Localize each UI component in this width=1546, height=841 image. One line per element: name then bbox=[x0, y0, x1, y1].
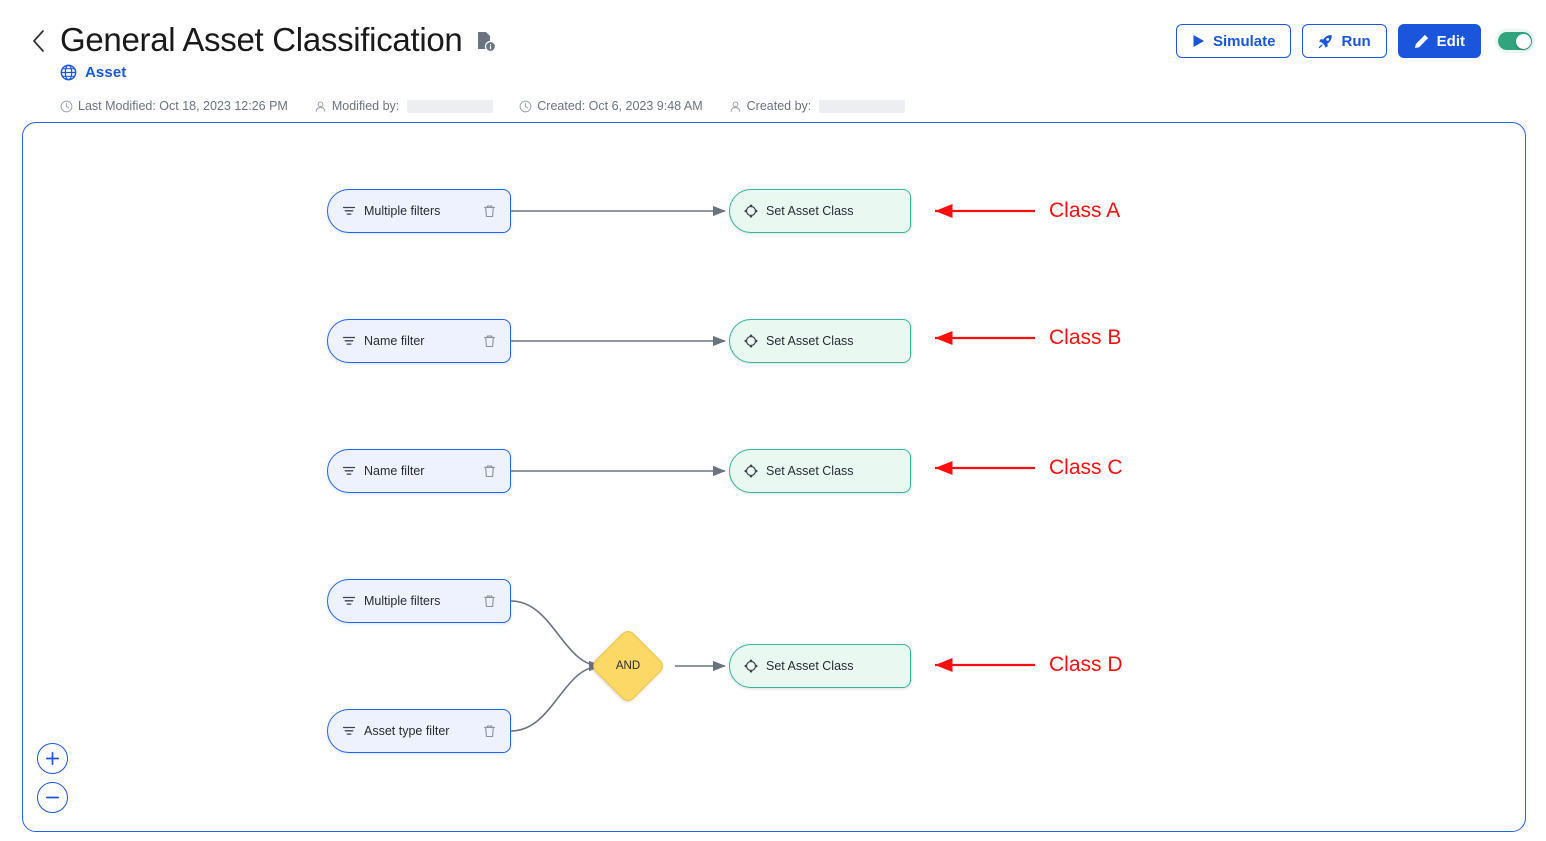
trash-icon bbox=[483, 724, 496, 738]
meta-last-modified: Last Modified: Oct 18, 2023 12:26 PM bbox=[60, 99, 288, 113]
redacted-value bbox=[407, 100, 493, 113]
action-node-label: Set Asset Class bbox=[766, 659, 854, 673]
filter-icon bbox=[342, 594, 356, 608]
delete-node-button[interactable] bbox=[481, 203, 497, 219]
meta-created: Created: Oct 6, 2023 9:48 AM bbox=[519, 99, 702, 113]
filter-icon bbox=[342, 204, 356, 218]
node-content: Multiple filters bbox=[342, 204, 440, 218]
zoom-out-button[interactable] bbox=[37, 782, 68, 813]
minus-icon bbox=[45, 790, 60, 805]
trash-icon bbox=[483, 204, 496, 218]
simulate-button[interactable]: Simulate bbox=[1176, 24, 1292, 58]
filter-node-label: Multiple filters bbox=[364, 594, 440, 608]
title-row: General Asset Classification bbox=[60, 20, 496, 60]
run-button[interactable]: Run bbox=[1302, 24, 1386, 58]
action-node-label: Set Asset Class bbox=[766, 464, 854, 478]
breadcrumb-label: Asset bbox=[85, 64, 126, 81]
trash-icon bbox=[483, 334, 496, 348]
filter-node-label: Asset type filter bbox=[364, 724, 449, 738]
annotation-class-c: Class C bbox=[1049, 456, 1123, 480]
annotation-class-a: Class A bbox=[1049, 199, 1120, 223]
filter-icon bbox=[342, 464, 356, 478]
action-node-label: Set Asset Class bbox=[766, 204, 854, 218]
redacted-value bbox=[819, 100, 905, 113]
set-class-icon bbox=[744, 464, 758, 478]
action-node[interactable]: Set Asset Class bbox=[729, 319, 911, 363]
meta-label: Modified by: bbox=[332, 99, 399, 113]
filter-node[interactable]: Name filter bbox=[327, 319, 511, 363]
set-class-icon bbox=[744, 659, 758, 673]
page-header: General Asset Classification Asset Last … bbox=[0, 0, 1546, 120]
filter-node[interactable]: Name filter bbox=[327, 449, 511, 493]
node-content: Asset type filter bbox=[342, 724, 449, 738]
page-title: General Asset Classification bbox=[60, 20, 462, 60]
edit-button[interactable]: Edit bbox=[1398, 24, 1481, 58]
filter-node-label: Multiple filters bbox=[364, 204, 440, 218]
rocket-icon bbox=[1318, 34, 1333, 49]
meta-label: Last Modified: Oct 18, 2023 12:26 PM bbox=[78, 99, 288, 113]
action-node[interactable]: Set Asset Class bbox=[729, 189, 911, 233]
document-info-icon[interactable] bbox=[476, 31, 496, 53]
delete-node-button[interactable] bbox=[481, 333, 497, 349]
node-content: Name filter bbox=[342, 334, 424, 348]
filter-icon bbox=[342, 724, 356, 738]
filter-node-label: Name filter bbox=[364, 464, 424, 478]
filter-node[interactable]: Multiple filters bbox=[327, 189, 511, 233]
meta-label: Created: Oct 6, 2023 9:48 AM bbox=[537, 99, 702, 113]
filter-node-label: Name filter bbox=[364, 334, 424, 348]
annotation-class-b: Class B bbox=[1049, 326, 1121, 350]
toggle-knob bbox=[1516, 34, 1531, 49]
meta-modified-by: Modified by: bbox=[314, 99, 493, 113]
node-content: Set Asset Class bbox=[744, 659, 854, 673]
node-content: Set Asset Class bbox=[744, 464, 854, 478]
filter-node[interactable]: Multiple filters bbox=[327, 579, 511, 623]
breadcrumb[interactable]: Asset bbox=[60, 64, 126, 81]
play-icon bbox=[1192, 34, 1205, 48]
zoom-controls bbox=[37, 743, 68, 813]
metadata-bar: Last Modified: Oct 18, 2023 12:26 PM Mod… bbox=[60, 96, 905, 116]
zoom-in-button[interactable] bbox=[37, 743, 68, 774]
delete-node-button[interactable] bbox=[481, 723, 497, 739]
annotation-class-d: Class D bbox=[1049, 653, 1123, 677]
user-icon bbox=[729, 100, 742, 113]
trash-icon bbox=[483, 464, 496, 478]
node-content: Name filter bbox=[342, 464, 424, 478]
action-node[interactable]: Set Asset Class bbox=[729, 449, 911, 493]
delete-node-button[interactable] bbox=[481, 593, 497, 609]
node-content: Set Asset Class bbox=[744, 204, 854, 218]
delete-node-button[interactable] bbox=[481, 463, 497, 479]
set-class-icon bbox=[744, 334, 758, 348]
clock-icon bbox=[60, 100, 73, 113]
user-icon bbox=[314, 100, 327, 113]
plus-icon bbox=[45, 751, 60, 766]
filter-icon bbox=[342, 334, 356, 348]
header-actions: Simulate Run Edit bbox=[1176, 24, 1532, 58]
back-button[interactable] bbox=[26, 26, 50, 56]
edit-button-label: Edit bbox=[1437, 33, 1465, 50]
node-content: Multiple filters bbox=[342, 594, 440, 608]
action-node[interactable]: Set Asset Class bbox=[729, 644, 911, 688]
simulate-button-label: Simulate bbox=[1213, 33, 1276, 50]
node-content: Set Asset Class bbox=[744, 334, 854, 348]
action-node-label: Set Asset Class bbox=[766, 334, 854, 348]
pencil-icon bbox=[1414, 34, 1429, 49]
chevron-left-icon bbox=[32, 30, 45, 52]
clock-icon bbox=[519, 100, 532, 113]
trash-icon bbox=[483, 594, 496, 608]
set-class-icon bbox=[744, 204, 758, 218]
meta-created-by: Created by: bbox=[729, 99, 906, 113]
meta-label: Created by: bbox=[747, 99, 812, 113]
enable-toggle[interactable] bbox=[1498, 32, 1532, 50]
globe-icon bbox=[60, 64, 77, 81]
filter-node[interactable]: Asset type filter bbox=[327, 709, 511, 753]
run-button-label: Run bbox=[1341, 33, 1370, 50]
flow-canvas[interactable]: Multiple filters Name filter bbox=[22, 122, 1526, 832]
